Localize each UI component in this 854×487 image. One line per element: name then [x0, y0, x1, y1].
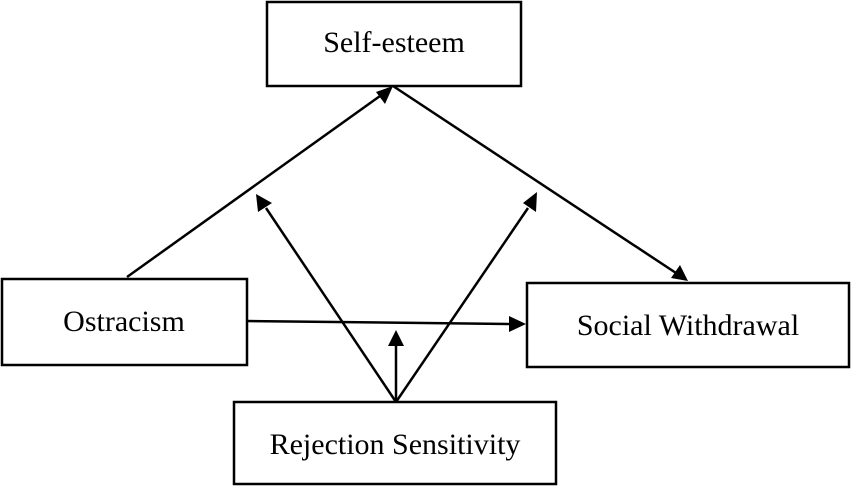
rejection-sensitivity-box — [232, 400, 558, 486]
social-withdrawal-box — [525, 281, 851, 369]
arrowhead-self-esteem-in — [376, 86, 393, 104]
arrowhead-moderation-a-path — [256, 194, 272, 212]
social-withdrawal-label: Social Withdrawal — [577, 309, 799, 342]
arrowhead-direct-path — [509, 316, 526, 332]
edge-ostracism-to-social-withdrawal — [246, 319, 511, 326]
node-rejection-sensitivity: Rejection Sensitivity — [232, 400, 558, 486]
edge-ostracism-to-self-esteem — [126, 94, 381, 279]
edge-rejection-to-b-path — [394, 207, 530, 403]
edges — [126, 84, 688, 403]
ostracism-label: Ostracism — [63, 305, 185, 338]
edge-rejection-to-a-path — [264, 207, 398, 403]
ostracism-box — [0, 277, 249, 367]
node-self-esteem: Self-esteem — [265, 0, 523, 88]
arrowhead-social-withdrawal-in — [671, 265, 688, 281]
rejection-sensitivity-label: Rejection Sensitivity — [270, 428, 521, 461]
self-esteem-box — [265, 0, 523, 88]
edge-self-esteem-to-social-withdrawal — [392, 84, 677, 275]
node-social-withdrawal: Social Withdrawal — [525, 281, 851, 369]
arrowhead-moderation-b-path — [523, 192, 537, 212]
self-esteem-label: Self-esteem — [323, 26, 465, 59]
arrowhead-moderation-c-path — [388, 330, 404, 346]
node-ostracism: Ostracism — [0, 277, 249, 367]
